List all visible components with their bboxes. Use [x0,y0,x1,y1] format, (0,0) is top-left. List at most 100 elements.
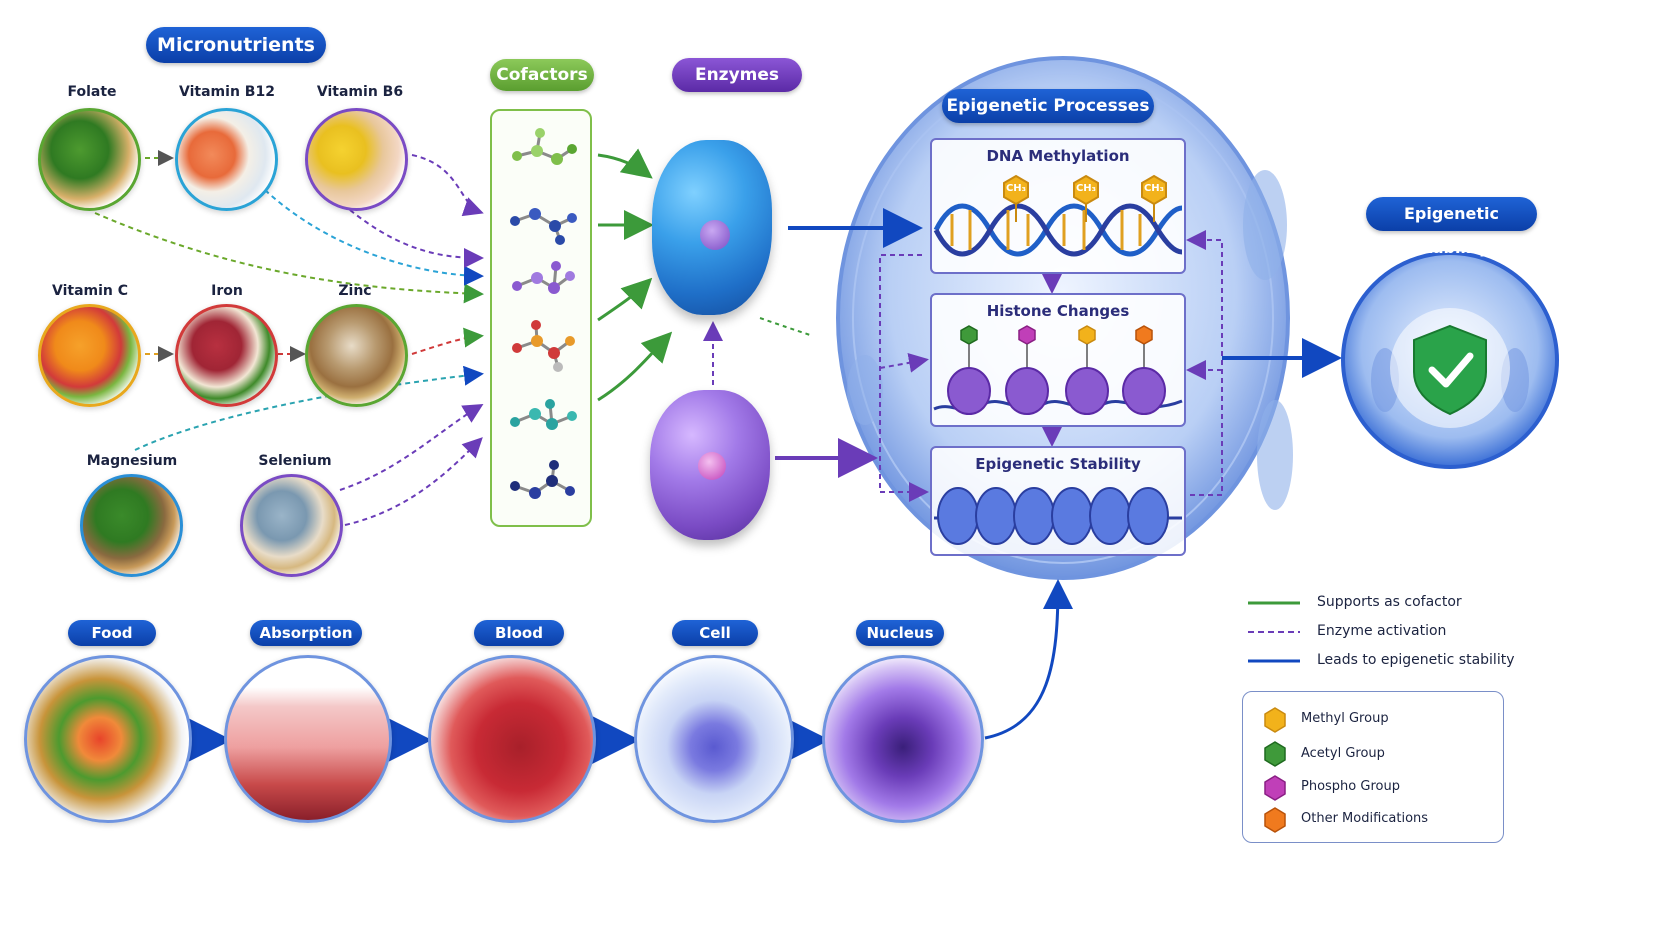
organelle-shape [847,355,883,425]
nutrient-label-zinc: Zinc [338,283,372,299]
pathway-label-cell: Cell [672,620,758,646]
methyl-hexagon [1003,174,1029,222]
histone-bead [947,367,991,415]
pathway-label-absorption: Absorption [250,620,362,646]
ch3-label: CH₃ [1143,183,1165,194]
histone-mod-methyl [1078,325,1096,371]
nutrient-circle-zinc [305,304,408,407]
arrow-folate-cofactor [94,212,484,304]
histone-mod-other [1135,325,1153,371]
histone-mod-phospho [1018,325,1036,371]
group-legend-box: Methyl Group Acetyl Group Phospho Group … [1242,691,1504,843]
enzyme-active-site [700,220,730,250]
legend-stability: Leads to epigenetic stability [1317,652,1515,668]
enzyme-purple [650,390,770,540]
organelle-shape [1243,170,1287,280]
nutrient-circle-b12 [175,108,278,211]
phospho-group-icon [1264,775,1286,801]
arrow-cofactor-enzyme-4 [597,331,673,402]
pathway-circle-cell [634,655,794,823]
nutrient-label-b6: Vitamin B6 [316,84,404,100]
organelle-shape [1257,400,1293,510]
nutrient-label-selenium: Selenium [258,453,332,469]
histone-bead [1065,367,1109,415]
histone-row [933,325,1183,415]
pathway-label-food: Food [68,620,156,646]
methyl-hexagon [1073,174,1099,222]
cofactors-title: Cofactors [490,59,594,91]
cofactor-molecule [512,320,575,372]
ch3-label: CH₃ [1005,183,1027,194]
chromatin-bead [937,487,979,545]
pathway-circle-food [24,655,192,823]
cofactor-molecule [510,208,577,245]
cofactor-molecule [510,460,575,499]
histone-bead [1122,367,1166,415]
pathway-label-blood: Blood [474,620,564,646]
shield-icon [1413,324,1487,416]
arrow-selenium-cofactor [339,403,484,491]
pathway-label-nucleus: Nucleus [856,620,944,646]
histone-bead [1005,367,1049,415]
arrow-enzyme-nucleus-dashed [759,317,811,336]
loop-left-mid [879,352,929,373]
outcome-title: Epigenetic Stability [1366,197,1537,257]
histone-changes-title: Histone Changes [986,302,1130,320]
methyl-group-icon [1264,707,1286,733]
chromatin-bead [1051,487,1093,545]
nutrient-circle-magnesium [80,474,183,577]
pathway-circle-nucleus [822,655,984,823]
cofactors-box [490,109,592,527]
enzymes-title: Enzymes [672,58,802,92]
arrow-selenium-cofactor-2 [344,437,483,526]
legend-phospho: Phospho Group [1301,779,1400,794]
panel-dna-methylation: DNA Methylation CH₃ CH₃ CH₃ [930,138,1186,274]
chromatin-bead [1013,487,1055,545]
processes-title: Epigenetic Processes [942,89,1154,123]
arrow-b12-cofactor [264,189,484,286]
arrow-cofactor-enzyme-1 [597,148,653,179]
chromatin-bead [1127,487,1169,545]
cofactor-molecule [510,399,577,430]
histone-mod-acetyl [960,325,978,371]
panel-histone-changes: Histone Changes [930,293,1186,427]
pathway-circle-absorption [224,655,392,823]
dna-methylation-title: DNA Methylation [986,147,1130,165]
nutrient-label-vitc: Vitamin C [51,283,129,299]
loop-left [879,254,929,502]
chromatin-bead [975,487,1017,545]
chromatin-row [934,487,1182,545]
panel-epigenetic-stability: Epigenetic Stability [930,446,1186,556]
nutrient-circle-b6 [305,108,408,211]
pathway-circle-blood [428,655,596,823]
group-legend-icons [1264,707,1286,833]
arrow-b6-cofactor-2 [349,209,484,268]
legend-other: Other Modifications [1301,811,1429,826]
chromatin-bead [1089,487,1131,545]
arrow-nucleus-up [984,579,1073,740]
legend-methyl: Methyl Group [1301,711,1389,726]
stability-panel-title: Epigenetic Stability [975,455,1141,473]
nutrient-circle-iron [175,304,278,407]
checkmark-icon [1428,352,1474,388]
nutrient-circle-vitc [38,304,141,407]
legend-enzyme-activation: Enzyme activation [1317,623,1447,639]
legend-acetyl: Acetyl Group [1301,746,1385,761]
ch3-label: CH₃ [1075,183,1097,194]
arrow-magnesium-cofactor [134,365,484,451]
nutrient-circle-selenium [240,474,343,577]
arrow-b6-cofactor [411,154,484,217]
dna-helix [933,174,1183,257]
acetyl-group-icon [1264,741,1286,767]
other-modification-icon [1264,807,1286,833]
nutrient-circle-folate [38,108,141,211]
nutrient-label-iron: Iron [211,283,243,299]
nucleus-inner-ring [852,72,1274,564]
enzyme-blue [652,140,772,315]
cofactor-molecule [512,128,577,165]
nutrient-label-folate: Folate [67,84,117,100]
cofactor-molecule [512,261,575,294]
nutrient-label-b12: Vitamin B12 [179,84,275,100]
legend-cofactor: Supports as cofactor [1317,594,1462,610]
nutrient-label-magnesium: Magnesium [86,453,178,469]
